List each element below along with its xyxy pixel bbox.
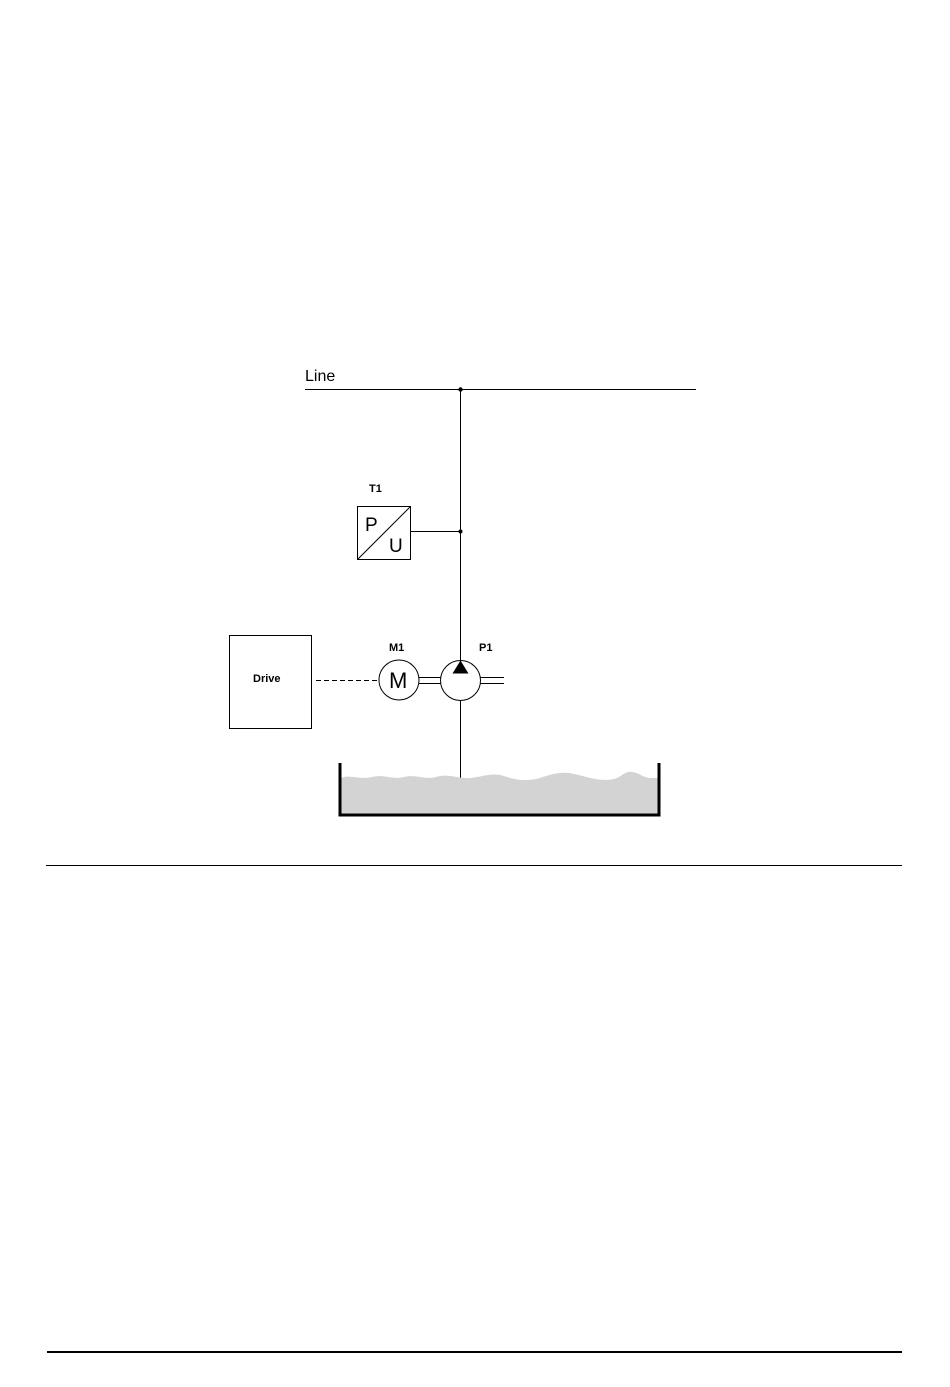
drive: Drive [230, 636, 379, 729]
motor-symbol: M [389, 668, 407, 693]
junction-line [458, 387, 462, 391]
pump: P1 [441, 642, 505, 701]
motor-tag: M1 [389, 642, 404, 654]
tank [339, 763, 661, 816]
transmitter-output-symbol: U [389, 536, 403, 557]
drive-label: Drive [253, 673, 281, 685]
pressure-transmitter: T1 P U [358, 483, 461, 560]
pump-direction-arrow [453, 661, 469, 674]
transmitter-tag: T1 [369, 483, 382, 495]
line-label: Line [305, 368, 335, 385]
tank-liquid [341, 772, 658, 815]
transmitter-input-symbol: P [365, 515, 378, 536]
pump-tag: P1 [479, 642, 492, 654]
motor: M1 M [379, 642, 441, 700]
supply-line: Line [305, 368, 696, 390]
